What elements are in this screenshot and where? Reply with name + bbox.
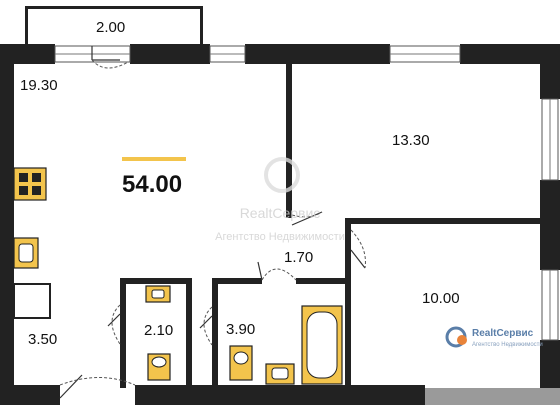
hall-area-label: 3.50 bbox=[28, 331, 57, 348]
logo-subtitle: Агентство Недвижимости bbox=[472, 342, 543, 348]
outer-walls bbox=[0, 44, 560, 405]
balcony-area-label: 2.00 bbox=[96, 19, 125, 36]
closet bbox=[13, 283, 51, 319]
bathroom-toilet-icon bbox=[229, 345, 253, 381]
room-lower-right-area-label: 10.00 bbox=[422, 290, 460, 307]
watermark-title: RealtСервис bbox=[240, 205, 321, 221]
total-area-label: 54.00 bbox=[122, 171, 182, 198]
toilet-sink-icon bbox=[145, 285, 171, 303]
balcony bbox=[25, 6, 203, 44]
kitchen-living-area-label: 19.30 bbox=[20, 77, 58, 94]
watermark-subtitle: Агентство Недвижимости bbox=[215, 231, 345, 243]
balcony-door bbox=[91, 46, 129, 69]
room-upper-right-area-label: 13.30 bbox=[392, 132, 430, 149]
bathroom-sink-icon bbox=[265, 363, 295, 385]
interior-doors bbox=[59, 211, 366, 399]
kitchen-sink-icon bbox=[13, 237, 39, 269]
total-area-underline bbox=[122, 157, 186, 161]
brand-logo: RealtСервис Агентство Недвижимости bbox=[445, 326, 543, 348]
stove-icon bbox=[13, 167, 47, 201]
toilet-area-label: 2.10 bbox=[144, 322, 173, 339]
bathroom-area-label: 3.90 bbox=[226, 321, 255, 338]
toilet-icon bbox=[147, 353, 171, 381]
storage-area-label: 1.70 bbox=[284, 249, 313, 266]
right-windows bbox=[541, 98, 559, 341]
bathtub-icon bbox=[301, 305, 343, 385]
interior-walls bbox=[120, 60, 541, 388]
logo-title: RealtСервис bbox=[472, 328, 534, 339]
watermark: RealtСервис Агентство Недвижимости bbox=[215, 157, 345, 243]
